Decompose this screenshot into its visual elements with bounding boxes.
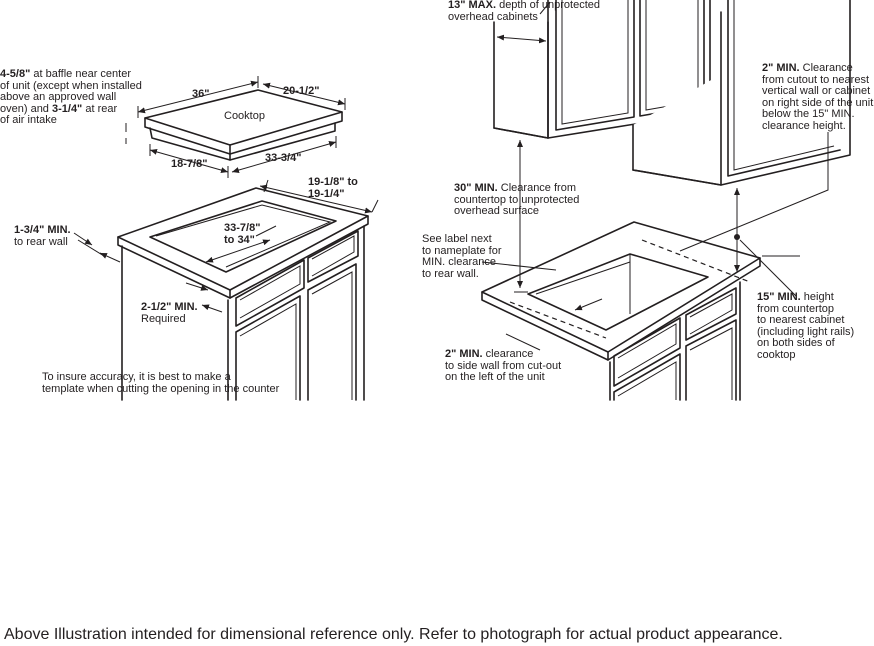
side-cabinet-height-note: 15" MIN. height from countertop to neare…: [757, 291, 855, 361]
rear-wall-clearance-note: 1-3/4" MIN. to rear wall: [14, 224, 71, 248]
accuracy-note: To insure accuracy, it is best to make a…: [42, 371, 280, 395]
overhead-depth-note: 13" MAX. depth of unprotected overhead c…: [448, 0, 600, 23]
dim-cooktop-width: 36": [192, 88, 210, 100]
nameplate-label-note: See label next to nameplate for MIN. cle…: [422, 233, 502, 280]
cooktop-drawing: [125, 76, 346, 178]
dim-cooktop-base-width: 33-3/4": [265, 152, 302, 164]
right-countertop-drawing: [481, 132, 829, 401]
right-side-clearance-note: 2" MIN. Clearance from cutout to nearest…: [762, 62, 874, 132]
dim-cutout-depth: 19-1/8" to 19-1/4": [308, 176, 358, 200]
left-side-clearance-note: 2" MIN. clearance to side wall from cut-…: [445, 348, 562, 383]
dim-cooktop-base-depth: 18-7/8": [171, 158, 208, 170]
dim-cutout-width: 33-7/8" to 34": [224, 222, 261, 246]
disclaimer-text: Above Illustration intended for dimensio…: [4, 626, 783, 643]
overhead-cabinets-drawing: [493, 0, 851, 186]
dim-cooktop-depth: 20-1/2": [283, 85, 320, 97]
front-clearance-note: 2-1/2" MIN. Required: [141, 301, 198, 325]
countertop-drawing: [73, 179, 379, 401]
cooktop-label: Cooktop: [224, 110, 265, 122]
baffle-clearance-note: 4-5/8" at baffle near center of unit (ex…: [0, 68, 142, 126]
overhead-clearance-note: 30" MIN. Clearance from countertop to un…: [454, 182, 580, 217]
